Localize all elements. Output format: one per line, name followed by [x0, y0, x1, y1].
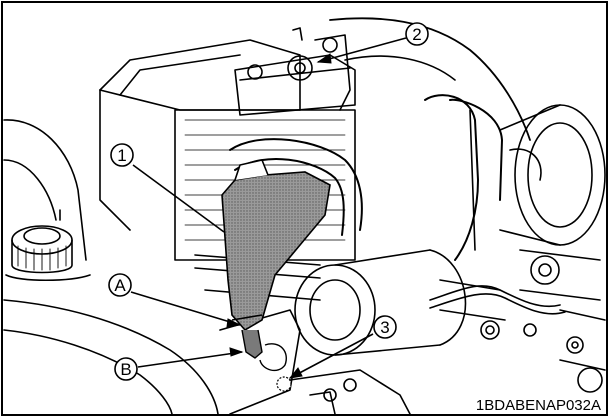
callout-1: 1 [110, 143, 134, 167]
callout-b-label: B [120, 360, 131, 379]
callout-a: A [108, 273, 132, 297]
callout-b: B [114, 357, 138, 381]
callout-3: 3 [373, 315, 397, 339]
leader-line-3 [289, 333, 374, 379]
leader-lines [130, 37, 407, 379]
drain-plug-icon [276, 376, 292, 392]
leader-line-1 [132, 164, 225, 233]
callout-2-label: 2 [412, 25, 421, 44]
callout-2: 2 [405, 22, 429, 46]
callout-a-label: A [114, 276, 126, 295]
reserve-tank-cap-icon [234, 159, 269, 181]
figure-code: 1BDABENAP032A [476, 397, 601, 414]
leader-arrowheads [226, 53, 332, 379]
leader-line-a [130, 291, 241, 326]
callout-3-label: 3 [380, 318, 389, 337]
tank-drain-hose-icon [241, 329, 263, 359]
leader-line-2 [317, 37, 407, 63]
leader-line-b [137, 351, 243, 368]
callout-1-label: 1 [117, 146, 126, 165]
